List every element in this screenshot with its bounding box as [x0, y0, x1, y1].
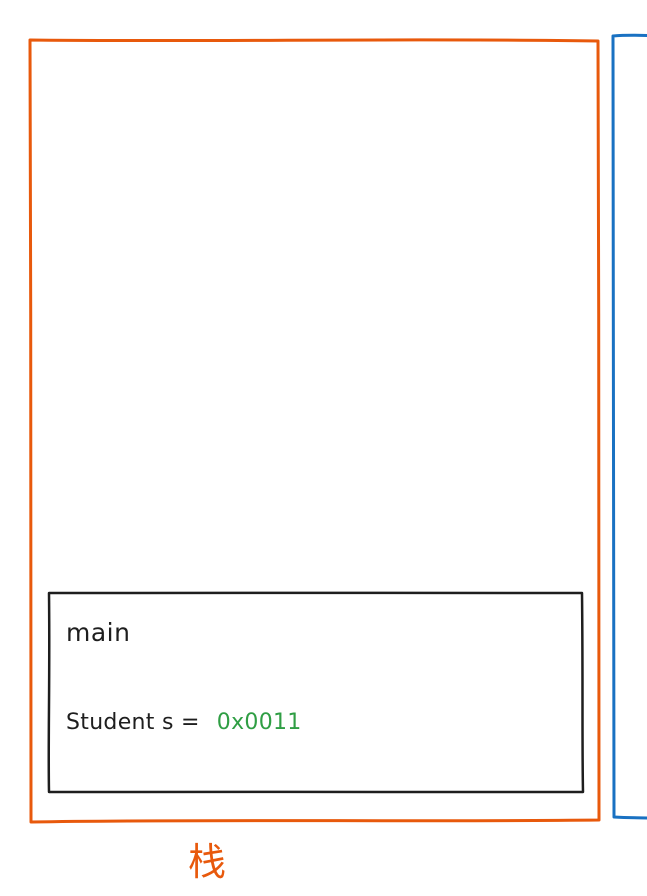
variable-declaration: Student s =: [66, 710, 200, 735]
main-frame-border: [47, 591, 585, 794]
heap-region-border: [611, 33, 647, 820]
variable-value: 0x0011: [216, 710, 302, 735]
variable-row: Student s = 0x0011: [66, 710, 302, 735]
stack-region-border: [28, 38, 601, 824]
frame-title: main: [66, 618, 131, 647]
stack-caption: 栈: [188, 840, 227, 884]
